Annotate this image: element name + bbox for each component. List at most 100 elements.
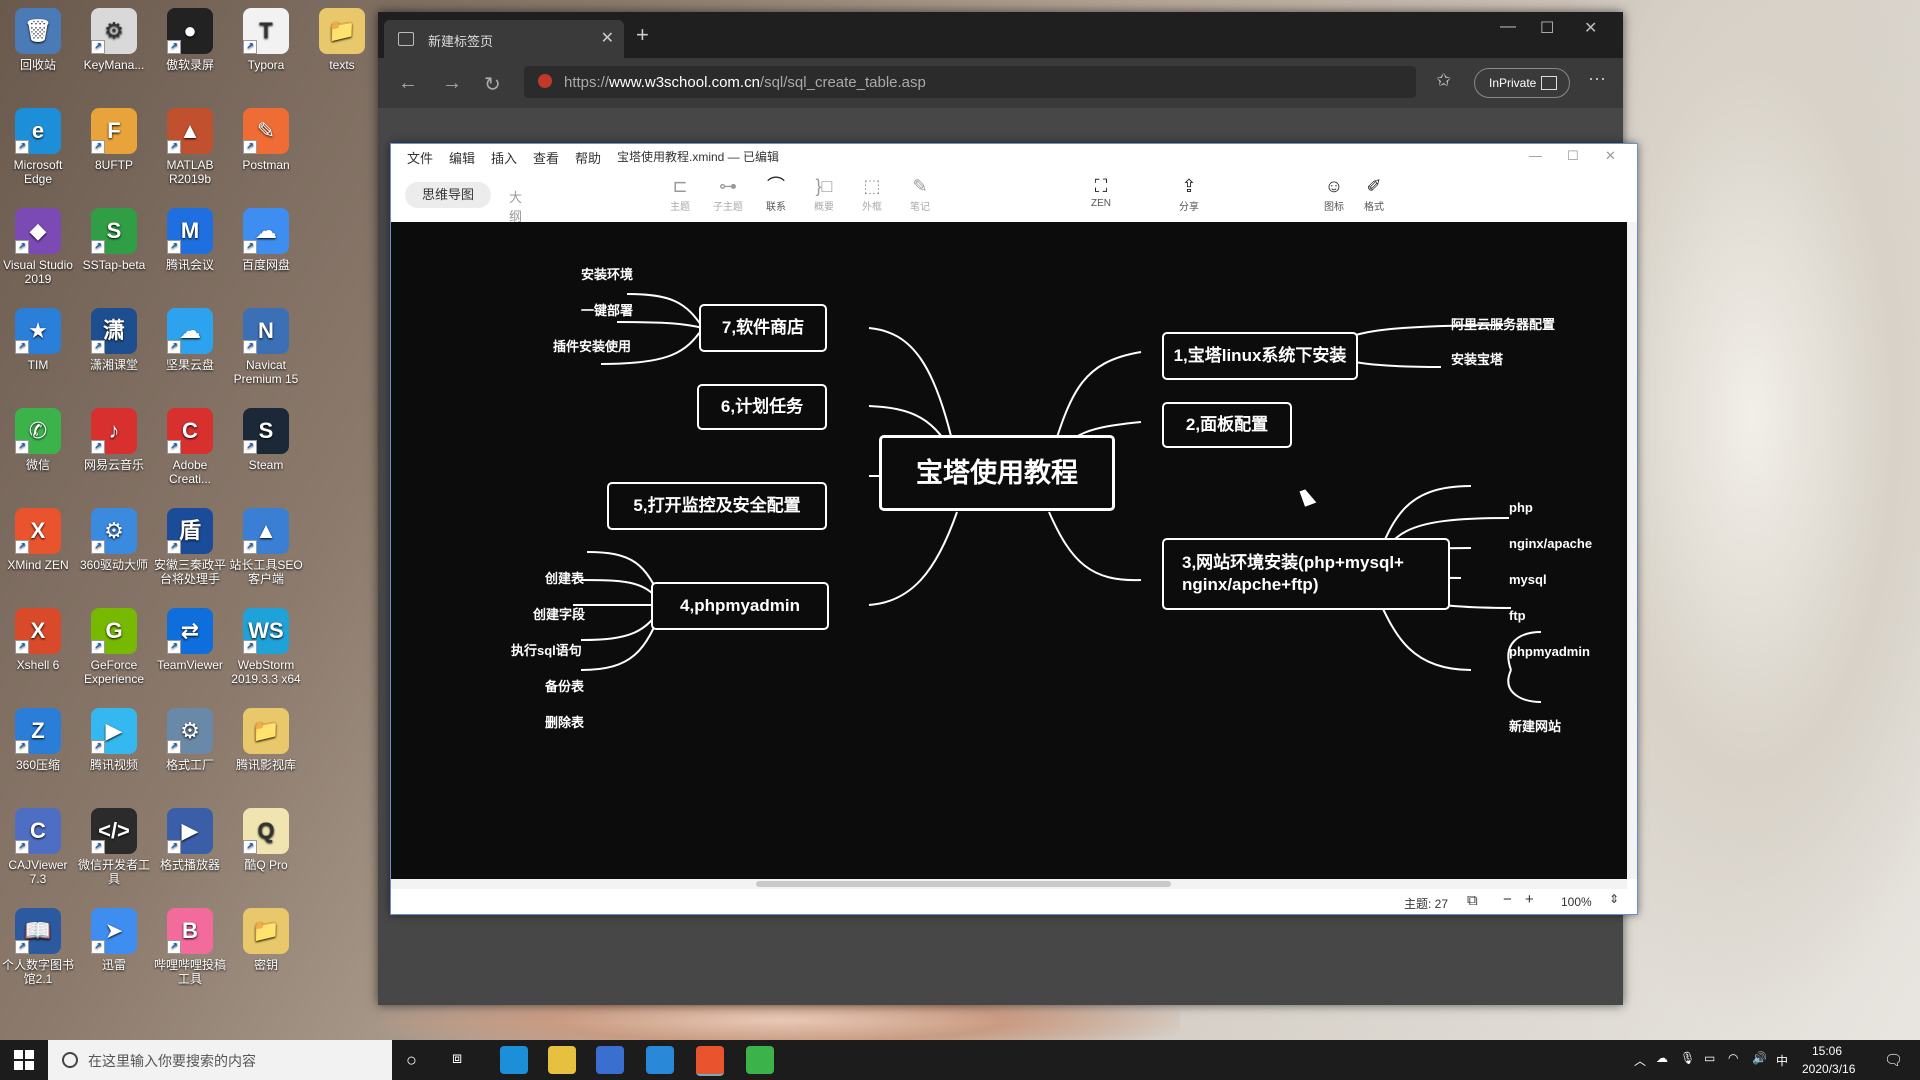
desktop-icon[interactable]: M↗腾讯会议 [152, 204, 228, 304]
tray-ime[interactable]: 中 [1776, 1054, 1789, 1068]
zoom-out-icon[interactable]: − [1503, 891, 1512, 908]
desktop-icon[interactable]: 📁密钥 [228, 904, 304, 1004]
desktop-icon[interactable]: ▲↗站长工具SEO客户端 [228, 504, 304, 604]
desktop-icon[interactable]: ◆↗Visual Studio 2019 [0, 204, 76, 304]
desktop-icon[interactable]: G↗GeForce Experience [76, 604, 152, 704]
desktop-icon[interactable]: ▲↗MATLAB R2019b [152, 104, 228, 204]
desktop-icon[interactable]: ☁↗坚果云盘 [152, 304, 228, 404]
t3-child-newsite[interactable]: 新建网站 [1509, 719, 1562, 734]
menu-edit[interactable]: 编辑 [449, 151, 476, 166]
menu-file[interactable]: 文件 [407, 151, 434, 166]
tray-wifi-icon[interactable]: ◠ [1728, 1051, 1739, 1065]
desktop-icon[interactable]: WS↗WebStorm 2019.3.3 x64 [228, 604, 304, 704]
desktop-icon[interactable]: C↗CAJViewer 7.3 [0, 804, 76, 904]
desktop-icon[interactable]: ♪↗网易云音乐 [76, 404, 152, 504]
menu-help[interactable]: 帮助 [575, 151, 602, 166]
desktop-icon[interactable]: ▶↗格式播放器 [152, 804, 228, 904]
toolbar-topic-button[interactable]: ⊏主题 [655, 174, 705, 213]
t7-child-deploy[interactable]: 一键部署 [581, 303, 634, 318]
minimize-icon[interactable]: — [1500, 18, 1516, 35]
tray-volume-icon[interactable]: 🔊 [1752, 1051, 1767, 1065]
t3-child-php[interactable]: php [1509, 500, 1533, 515]
topic-5[interactable]: 5,打开监控及安全配置 [607, 482, 827, 530]
topic-1[interactable]: 1,宝塔linux系统下安装 [1162, 332, 1358, 380]
desktop-icon[interactable]: ✆↗微信 [0, 404, 76, 504]
favorites-icon[interactable]: ✩ [1436, 70, 1452, 90]
desktop-icon[interactable]: ▶↗腾讯视频 [76, 704, 152, 804]
outline-view-button[interactable]: 大纲 [509, 190, 523, 224]
taskbar-wechat-icon[interactable] [746, 1046, 774, 1074]
zoom-level[interactable]: 100% [1561, 895, 1592, 909]
toolbar-relationship-button[interactable]: ⌒联系 [751, 174, 801, 213]
toolbar-summary-button[interactable]: }□概要 [799, 174, 849, 213]
xmind-maximize-icon[interactable]: ☐ [1567, 148, 1579, 163]
cortana-icon[interactable]: ○ [406, 1050, 417, 1070]
desktop-icon[interactable]: 潇↗潇湘课堂 [76, 304, 152, 404]
horizontal-scrollbar[interactable] [391, 879, 1627, 889]
desktop-icon[interactable]: 📁texts [304, 4, 380, 104]
desktop-icon[interactable]: S↗Steam [228, 404, 304, 504]
close-icon[interactable]: ✕ [1584, 20, 1598, 37]
desktop-icon[interactable]: X↗Xshell 6 [0, 604, 76, 704]
tray-time[interactable]: 15:06 [1812, 1044, 1843, 1058]
desktop-icon[interactable]: 🗑回收站 [0, 4, 76, 104]
inprivate-badge[interactable]: InPrivate [1474, 68, 1570, 98]
desktop-icon[interactable]: B↗哔哩哔哩投稿工具 [152, 904, 228, 1004]
forward-icon[interactable]: → [442, 72, 462, 94]
desktop-icon[interactable]: X↗XMind ZEN [0, 504, 76, 604]
desktop-icon[interactable]: ⚙↗格式工厂 [152, 704, 228, 804]
tray-date[interactable]: 2020/3/16 [1802, 1062, 1856, 1076]
xmind-minimize-icon[interactable]: — [1529, 148, 1542, 163]
t4-child-exec-sql[interactable]: 执行sql语句 [511, 643, 582, 658]
xmind-close-icon[interactable]: ✕ [1605, 148, 1616, 163]
windows-start-icon[interactable] [14, 1050, 34, 1070]
mindmap-view-button[interactable]: 思维导图 [405, 182, 491, 208]
t7-child-plugins[interactable]: 插件安装使用 [553, 339, 632, 354]
zoom-in-icon[interactable]: + [1525, 891, 1534, 908]
tray-cloud-icon[interactable]: ☁ [1656, 1051, 1668, 1065]
t3-child-ftp[interactable]: ftp [1509, 608, 1526, 623]
topic-4[interactable]: 4,phpmyadmin [651, 582, 829, 630]
t4-child-create-table[interactable]: 创建表 [545, 571, 585, 586]
desktop-icon[interactable]: ✎↗Postman [228, 104, 304, 204]
new-tab-button[interactable]: + [636, 22, 649, 47]
desktop-icon[interactable]: 📁腾讯影视库 [228, 704, 304, 804]
back-icon[interactable]: ← [398, 72, 418, 94]
t3-child-phpmyadmin[interactable]: phpmyadmin [1509, 644, 1590, 659]
t3-child-mysql[interactable]: mysql [1509, 572, 1547, 587]
toolbar-share-button[interactable]: ⇪分享 [1164, 174, 1214, 213]
desktop-icon[interactable]: N↗Navicat Premium 15 [228, 304, 304, 404]
taskbar-mail-icon[interactable] [646, 1046, 674, 1074]
tab-new-tab[interactable]: 新建标签页 ✕ [384, 20, 624, 58]
toolbar-note-button[interactable]: ✎笔记 [895, 174, 945, 213]
horizontal-scroll-thumb[interactable] [756, 881, 1171, 887]
desktop-icon[interactable]: ☁↗百度网盘 [228, 204, 304, 304]
taskbar-edge-icon[interactable] [500, 1046, 528, 1074]
desktop-icon[interactable]: e↗Microsoft Edge [0, 104, 76, 204]
desktop-icon[interactable]: C↗Adobe Creati... [152, 404, 228, 504]
taskbar-explorer-icon[interactable] [548, 1046, 576, 1074]
t4-child-drop-table[interactable]: 删除表 [545, 715, 585, 730]
taskbar-xmind-icon[interactable] [696, 1046, 724, 1076]
desktop-icon[interactable]: ⚙↗KeyMana... [76, 4, 152, 104]
t4-child-backup-table[interactable]: 备份表 [545, 679, 585, 694]
desktop-icon[interactable]: ➤↗迅雷 [76, 904, 152, 1004]
t4-child-create-field[interactable]: 创建字段 [533, 607, 586, 622]
tray-battery-icon[interactable]: ▭ [1704, 1051, 1716, 1065]
menu-view[interactable]: 查看 [533, 151, 560, 166]
t7-child-env[interactable]: 安装环境 [581, 267, 634, 282]
maximize-icon[interactable]: ☐ [1540, 20, 1555, 37]
desktop-icon[interactable]: ●↗傲软录屏 [152, 4, 228, 104]
t1-child-install[interactable]: 安装宝塔 [1451, 352, 1504, 367]
desktop-icon[interactable]: 盾↗安徽三秦政平台将处理手 [152, 504, 228, 604]
taskbar-store-icon[interactable] [596, 1046, 624, 1074]
desktop-icon[interactable]: T↗Typora [228, 4, 304, 104]
toolbar-zen-button[interactable]: ⛶ZEN [1076, 174, 1126, 209]
topic-2[interactable]: 2,面板配置 [1162, 402, 1292, 448]
desktop-icon[interactable]: ⚙↗360驱动大师 [76, 504, 152, 604]
toolbar-format-button[interactable]: ✐格式 [1349, 174, 1399, 213]
task-view-icon[interactable]: ⧈ [452, 1050, 463, 1067]
toolbar-boundary-button[interactable]: ⬚外框 [847, 174, 897, 213]
close-tab-icon[interactable]: ✕ [600, 30, 614, 47]
desktop-icon[interactable]: </>↗微信开发者工具 [76, 804, 152, 904]
